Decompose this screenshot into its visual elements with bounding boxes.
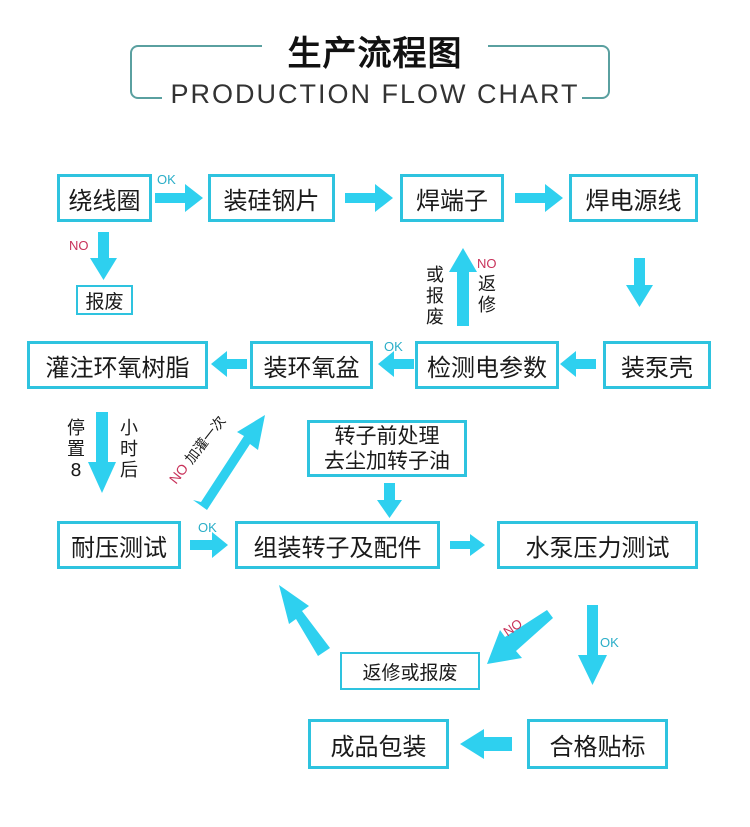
ok-label: OK bbox=[157, 172, 176, 187]
step-epoxy-pour: 灌注环氧树脂 bbox=[27, 341, 208, 389]
hours-after-label: 小时后 bbox=[120, 418, 138, 481]
step-assemble-rotor: 组装转子及配件 bbox=[235, 521, 440, 569]
arrow-down bbox=[88, 412, 116, 493]
no-label: NO bbox=[477, 256, 497, 271]
arrow-left bbox=[378, 351, 414, 377]
arrow-down bbox=[578, 605, 607, 685]
step-solder-power-line: 焊电源线 bbox=[569, 174, 698, 222]
or-scrap-label: 或报废 bbox=[426, 265, 444, 328]
step-pump-pressure-test: 水泵压力测试 bbox=[497, 521, 698, 569]
step-final-pack: 成品包装 bbox=[308, 719, 449, 769]
page-title: 生产流程图 bbox=[287, 34, 463, 74]
arrow-down bbox=[626, 258, 653, 307]
arrow-left bbox=[460, 729, 512, 759]
ok-label: OK bbox=[198, 520, 217, 535]
step-qualified-label: 合格贴标 bbox=[527, 719, 668, 769]
step-solder-terminal: 焊端子 bbox=[400, 174, 504, 222]
step-pump-housing: 装泵壳 bbox=[603, 341, 711, 389]
arrow-diagonal-up bbox=[279, 585, 330, 656]
step-rework-scrap: 返修或报废 bbox=[340, 652, 480, 690]
step-silicon-steel: 装硅钢片 bbox=[208, 174, 335, 222]
step-scrap: 报废 bbox=[76, 285, 133, 315]
arrow-down bbox=[377, 483, 402, 518]
arrow-left bbox=[211, 351, 247, 377]
arrow-right bbox=[450, 534, 485, 556]
arrow-up bbox=[449, 248, 477, 326]
arrow-diagonal-down bbox=[487, 610, 553, 664]
arrow-right bbox=[515, 184, 563, 212]
step-test-electrical: 检测电参数 bbox=[415, 341, 559, 389]
ok-label: OK bbox=[600, 635, 619, 650]
rework-label: 返修 bbox=[478, 274, 496, 316]
step-rotor-pretreatment: 转子前处理 去尘加转子油 bbox=[307, 420, 467, 477]
page-subtitle: PRODUCTION FLOW CHART bbox=[170, 79, 580, 109]
arrow-left bbox=[560, 351, 596, 377]
arrow-right bbox=[345, 184, 393, 212]
arrow-right bbox=[155, 184, 203, 212]
ok-label: OK bbox=[384, 339, 403, 354]
step-pressure-test: 耐压测试 bbox=[57, 521, 181, 569]
step-epoxy-basin: 装环氧盆 bbox=[250, 341, 373, 389]
arrow-diagonal-up bbox=[193, 415, 265, 510]
arrow-down bbox=[90, 232, 117, 280]
arrow-right bbox=[190, 532, 228, 558]
no-label: NO bbox=[69, 238, 89, 253]
step-winding: 绕线圈 bbox=[57, 174, 152, 222]
